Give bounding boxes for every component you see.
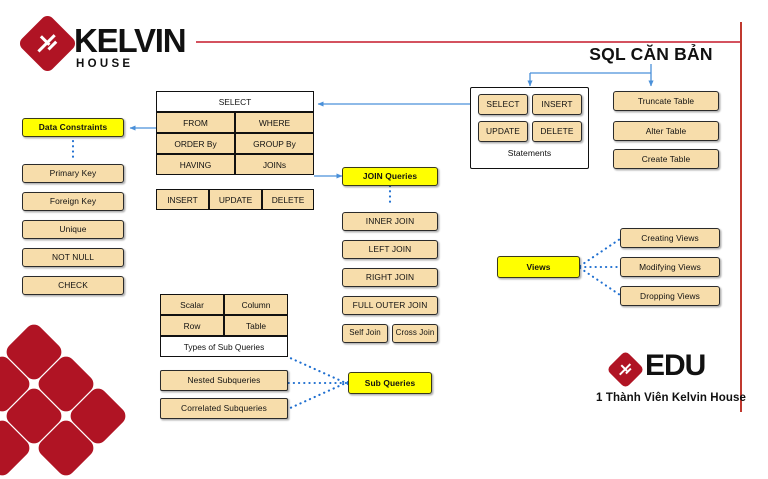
node-types-of-sub-queries[interactable]: Types of Sub Queries: [160, 336, 288, 357]
kelvin-diamond-icon: [17, 13, 78, 74]
node-correlated-subqueries[interactable]: Correlated Subqueries: [160, 398, 288, 419]
node-full-outer-join[interactable]: FULL OUTER JOIN: [342, 296, 438, 315]
kelvin-house-logo: KELVIN HOUSE: [17, 13, 201, 74]
node-table[interactable]: Table: [224, 315, 288, 336]
node-sub-queries[interactable]: Sub Queries: [348, 372, 432, 394]
node-alter-table[interactable]: Alter Table: [613, 121, 719, 141]
node-not-null[interactable]: NOT NULL: [22, 248, 124, 267]
node-order-by[interactable]: ORDER By: [156, 133, 235, 154]
node-modifying-views[interactable]: Modifying Views: [620, 257, 720, 277]
edu-diamond-icon: [606, 350, 645, 389]
node-having[interactable]: HAVING: [156, 154, 235, 175]
decorative-diamonds: [0, 320, 130, 479]
edu-logo: EDU: [606, 349, 732, 389]
node-stmt-select[interactable]: SELECT: [478, 94, 528, 115]
node-left-join[interactable]: LEFT JOIN: [342, 240, 438, 259]
edu-wordmark: EDU: [645, 349, 706, 382]
node-row[interactable]: Row: [160, 315, 224, 336]
node-stmt-delete[interactable]: DELETE: [532, 121, 582, 142]
node-nested-subqueries[interactable]: Nested Subqueries: [160, 370, 288, 391]
node-data-constraints[interactable]: Data Constraints: [22, 118, 124, 137]
kelvin-subwordmark: HOUSE: [76, 58, 134, 70]
node-group-by[interactable]: GROUP By: [235, 133, 314, 154]
node-join-queries[interactable]: JOIN Queries: [342, 167, 438, 186]
node-scalar[interactable]: Scalar: [160, 294, 224, 315]
node-column[interactable]: Column: [224, 294, 288, 315]
node-delete[interactable]: DELETE: [262, 189, 314, 210]
node-from[interactable]: FROM: [156, 112, 235, 133]
node-self-join[interactable]: Self Join: [342, 324, 388, 343]
node-stmt-insert[interactable]: INSERT: [532, 94, 582, 115]
kelvin-wordmark: KELVIN: [74, 22, 187, 59]
node-primary-key[interactable]: Primary Key: [22, 164, 124, 183]
node-foreign-key[interactable]: Foreign Key: [22, 192, 124, 211]
node-stmt-update[interactable]: UPDATE: [478, 121, 528, 142]
node-right-join[interactable]: RIGHT JOIN: [342, 268, 438, 287]
node-truncate-table[interactable]: Truncate Table: [613, 91, 719, 111]
node-cross-join[interactable]: Cross Join: [392, 324, 438, 343]
node-where[interactable]: WHERE: [235, 112, 314, 133]
node-unique[interactable]: Unique: [22, 220, 124, 239]
connector-layer: [71, 64, 654, 411]
node-insert[interactable]: INSERT: [156, 189, 209, 210]
node-dropping-views[interactable]: Dropping Views: [620, 286, 720, 306]
node-select-header[interactable]: SELECT: [156, 91, 314, 112]
node-inner-join[interactable]: INNER JOIN: [342, 212, 438, 231]
node-joins[interactable]: JOINs: [235, 154, 314, 175]
statements-caption: Statements: [507, 148, 552, 158]
node-creating-views[interactable]: Creating Views: [620, 228, 720, 248]
node-check[interactable]: CHECK: [22, 276, 124, 295]
edu-tagline: 1 Thành Viên Kelvin House: [596, 392, 746, 404]
node-views[interactable]: Views: [497, 256, 580, 278]
header-horizontal-rule: [196, 41, 742, 44]
right-vertical-rule: [740, 22, 743, 412]
page-title: SQL CĂN BẢN: [589, 44, 713, 64]
node-create-table[interactable]: Create Table: [613, 149, 719, 169]
diagram-canvas: KELVIN HOUSE SQL CĂN BẢN Data Constraint…: [0, 13, 746, 479]
node-update[interactable]: UPDATE: [209, 189, 262, 210]
